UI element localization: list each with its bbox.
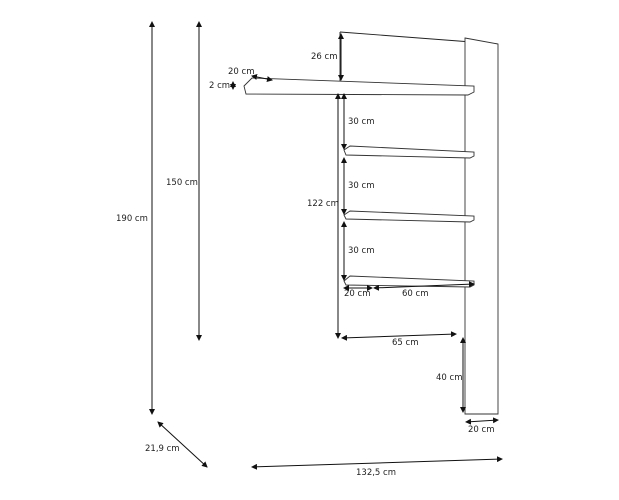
- label-spacing-2: 30 cm: [348, 181, 374, 191]
- label-shelf-column-height: 122 cm: [307, 199, 339, 209]
- dim-line-total-width: [251, 456, 503, 470]
- label-top-shelf-thickness: 2 cm: [209, 81, 230, 91]
- top-shelf: [243, 77, 475, 96]
- dim-line-panel-width: [465, 417, 499, 425]
- label-shelf-depth: 20 cm: [344, 289, 370, 299]
- label-total-height: 190 cm: [116, 214, 148, 224]
- dimension-lines: [149, 21, 503, 470]
- shelf-3: [343, 275, 475, 288]
- label-spacing-3: 30 cm: [348, 246, 374, 256]
- label-top-shelf-depth: 20 cm: [228, 67, 254, 77]
- label-top-gap: 26 cm: [311, 52, 337, 62]
- dim-line-top-shelf-depth: [251, 74, 273, 82]
- shelf-2: [343, 210, 475, 223]
- label-total-width: 132,5 cm: [356, 468, 396, 478]
- shelf-1: [343, 145, 475, 159]
- label-spacing-1: 30 cm: [348, 117, 374, 127]
- dim-line-depth: [157, 421, 208, 468]
- furniture-outline: [243, 31, 499, 415]
- label-shelf-width: 60 cm: [402, 289, 428, 299]
- label-leg-height: 40 cm: [436, 373, 462, 383]
- label-desk-width: 65 cm: [392, 338, 418, 348]
- dim-line-desk-width: [341, 331, 457, 341]
- label-upper-height: 150 cm: [166, 178, 198, 188]
- dimension-labels: 190 cm 150 cm 21,9 cm 132,5 cm 26 cm 20 …: [116, 52, 494, 478]
- label-depth: 21,9 cm: [145, 444, 180, 454]
- label-panel-width: 20 cm: [468, 425, 494, 435]
- dim-line-shelf-width: [373, 281, 475, 291]
